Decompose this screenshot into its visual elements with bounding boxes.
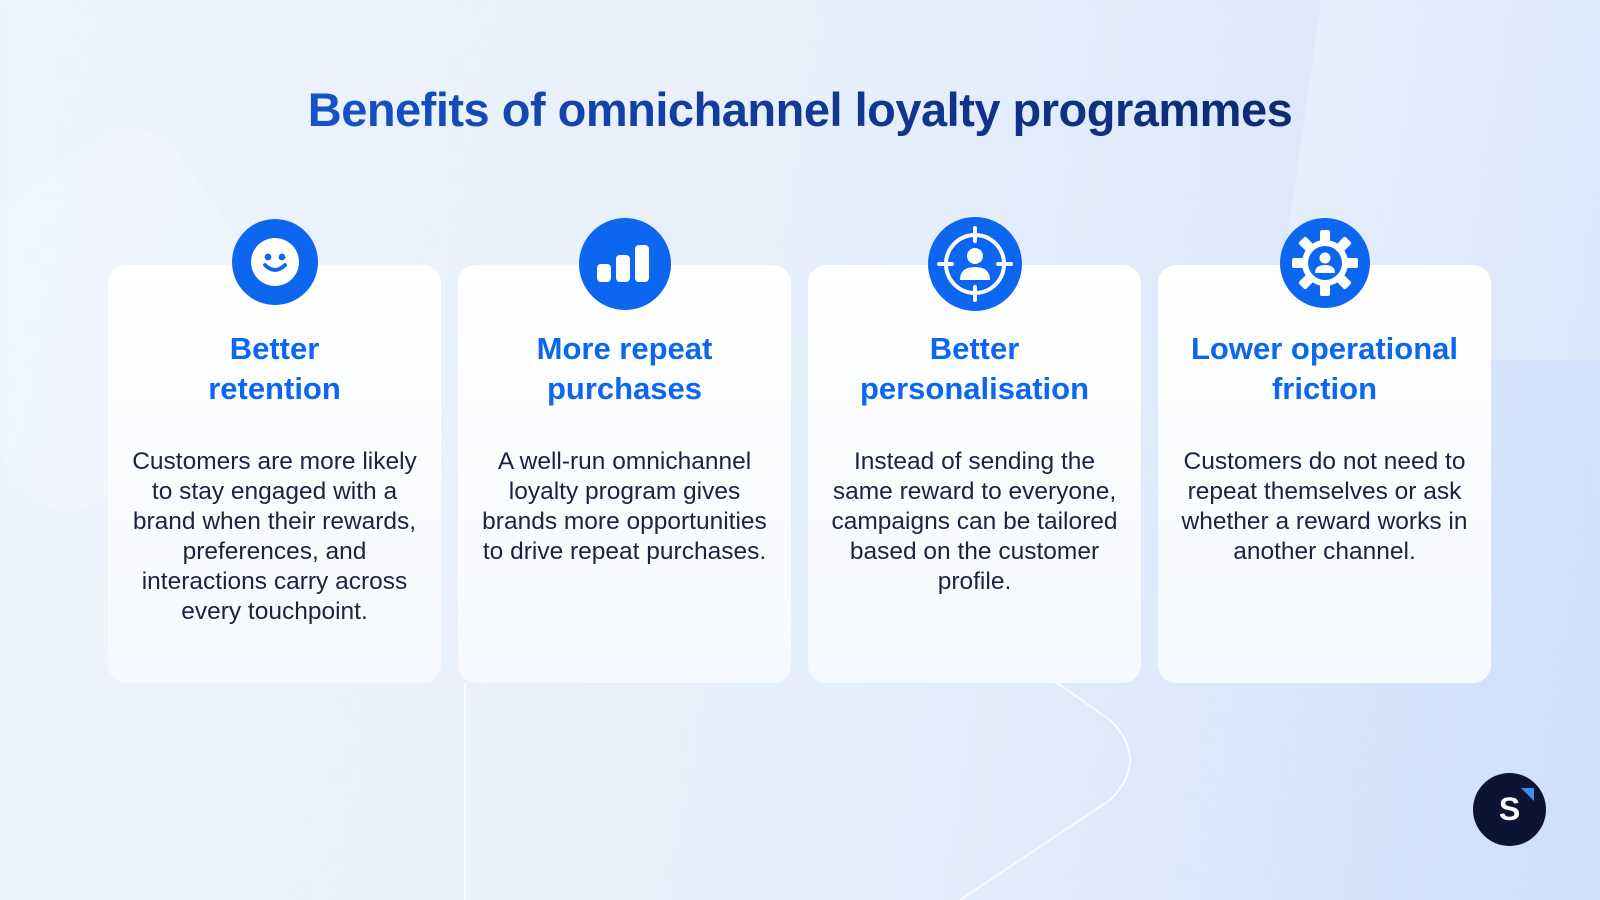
bar-chart-icon: [578, 218, 671, 310]
logo-accent-triangle: [1521, 788, 1534, 801]
card-description: A well-run omnichannel loyalty program g…: [482, 448, 767, 565]
target-user-icon: [927, 217, 1022, 311]
smiley-face-icon: [231, 219, 318, 305]
card-description: Instead of sending the same reward to ev…: [831, 448, 1118, 595]
card-description: Customers do not need to repeat themselv…: [1181, 448, 1468, 565]
gear-user-icon: [1279, 218, 1370, 308]
card-description: Customers are more likely to stay engage…: [132, 448, 417, 625]
logo-letter: S: [1498, 791, 1521, 827]
page-title: Benefits of omnichannel loyalty programm…: [0, 82, 1600, 137]
brand-logo: S: [1473, 773, 1546, 846]
